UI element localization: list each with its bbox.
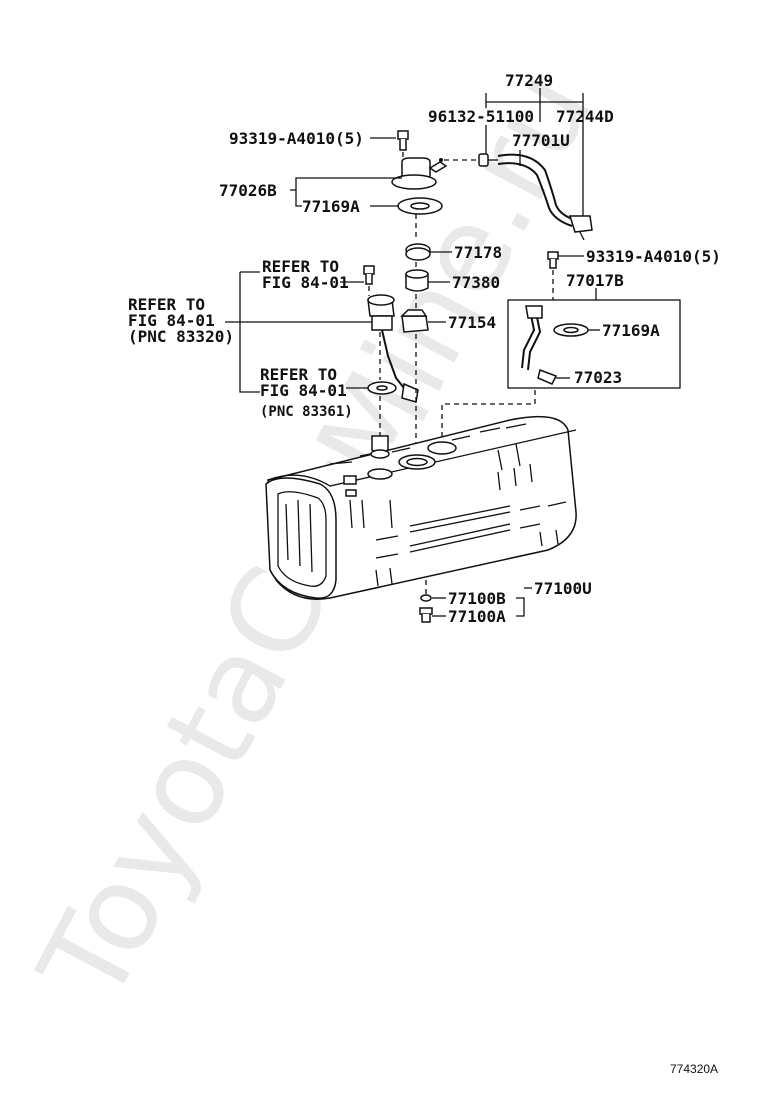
label-refer3-line1: REFER TO [260,365,337,384]
label-77100a: 77100A [448,607,506,626]
illustration-id: 774320A [670,1062,718,1076]
fuel-sender-left [225,294,419,403]
pump-bracket-77026b [391,157,480,190]
bolt-93319-right [547,251,584,300]
label-77017b: 77017B [566,271,624,290]
filter-77380 [405,269,450,312]
sender-kit-77017b [507,288,681,389]
label-77100b: 77100B [448,589,506,608]
hose-77701u [497,153,593,241]
gasket-77169a-top [397,197,443,240]
label-77026b: 77026B [219,181,277,200]
label-77154: 77154 [448,313,496,332]
drain-plug [419,580,532,623]
connector-96132 [478,153,498,167]
label-refer3-line3: (PNC 83361) [260,404,353,420]
label-refer3-line2: FIG 84-01 [260,381,347,400]
callout-refer-left [239,265,375,393]
label-96132-51100: 96132-51100 [428,107,534,126]
label-refer2-line1: REFER TO [128,295,205,314]
label-77244d: 77244D [556,107,614,126]
label-77178: 77178 [454,243,502,262]
gasket-refer3 [346,381,397,440]
label-refer2-line3: (PNC 83320) [128,327,234,346]
label-93319-a4010-top: 93319-A4010(5) [229,129,364,148]
bolt-93319-top [370,130,409,162]
part-77154 [400,309,446,452]
label-77023: 77023 [574,368,622,387]
fuel-tank-77100u [265,415,577,600]
label-93319-a4010-right: 93319-A4010(5) [586,247,721,266]
label-refer1-line1: REFER TO [262,257,339,276]
label-77169a-right: 77169A [602,321,660,340]
callout-77026b [290,177,402,207]
label-refer2-line2: FIG 84-01 [128,311,215,330]
ring-77178 [405,243,452,272]
label-77100u: 77100U [534,579,592,598]
label-refer1-line2: FIG 84-01 [262,273,349,292]
label-77380: 77380 [452,273,500,292]
label-77701u: 77701U [512,131,570,150]
label-77249: 77249 [505,71,553,90]
label-77169a-top: 77169A [302,197,360,216]
